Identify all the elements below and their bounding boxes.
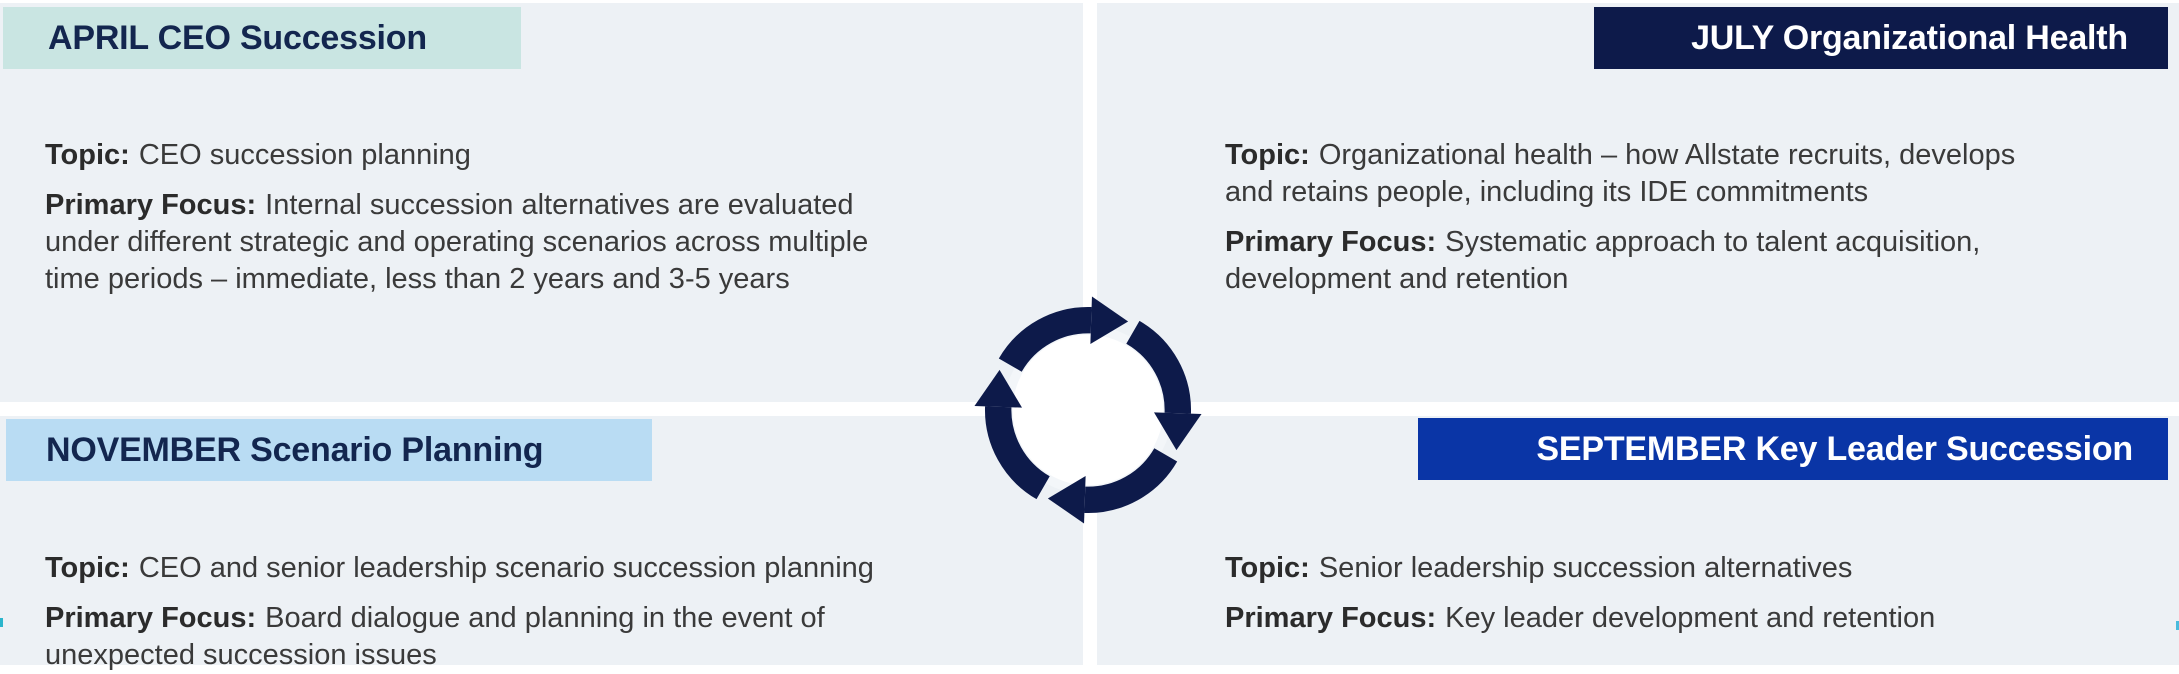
topic-label: Topic: [1225,552,1310,584]
april-header-label: APRIL CEO Succession [48,18,427,57]
primary-focus-label: Primary Focus: [45,189,257,221]
november-focus-text: Board dialogue and planning in the event… [45,602,825,671]
primary-focus-label: Primary Focus: [1225,226,1437,258]
quadrant-november-scenario-planning: NOVEMBER Scenario Planning Topic:CEO and… [0,416,1083,671]
quadrant-july-organizational-health: JULY Organizational Health Topic:Organiz… [1097,3,2179,402]
april-focus-text: Internal succession alternatives are eva… [45,189,869,295]
november-header-label: NOVEMBER Scenario Planning [46,430,544,469]
april-header-bar: APRIL CEO Succession [3,7,521,69]
july-focus-text: Systematic approach to talent acquisitio… [1225,226,1981,295]
september-focus-line: Primary Focus:Key leader development and… [1225,600,1935,637]
primary-focus-label: Primary Focus: [45,602,257,634]
september-content: Topic:Senior leadership succession alter… [1225,550,1935,637]
november-header-bar: NOVEMBER Scenario Planning [6,419,652,481]
april-focus-line: Primary Focus:Internal succession altern… [45,187,868,298]
july-header-label: JULY Organizational Health [1691,18,2128,57]
november-focus-line: Primary Focus:Board dialogue and plannin… [45,600,874,674]
september-header-label: SEPTEMBER Key Leader Succession [1536,429,2133,468]
november-topic-text: CEO and senior leadership scenario succe… [138,552,874,584]
cycle-arrows-icon [956,296,1220,542]
topic-label: Topic: [45,552,130,584]
september-topic-line: Topic:Senior leadership succession alter… [1225,550,1935,587]
july-header-bar: JULY Organizational Health [1594,7,2168,69]
july-topic-text: Organizational health – how Allstate rec… [1225,139,2016,208]
april-topic-line: Topic:CEO succession planning [45,137,868,174]
stray-mark-right-edge [2176,621,2179,630]
april-content: Topic:CEO succession planning Primary Fo… [45,137,868,298]
september-topic-text: Senior leadership succession alternative… [1318,552,1853,584]
september-focus-text: Key leader development and retention [1445,602,1936,634]
july-focus-line: Primary Focus:Systematic approach to tal… [1225,224,2015,298]
november-content: Topic:CEO and senior leadership scenario… [45,550,874,674]
july-topic-line: Topic:Organizational health – how Allsta… [1225,137,2015,211]
topic-label: Topic: [45,139,130,171]
stray-mark-left-edge [0,618,3,627]
quadrant-april-ceo-succession: APRIL CEO Succession Topic:CEO successio… [0,3,1083,402]
topic-label: Topic: [1225,139,1310,171]
september-header-bar: SEPTEMBER Key Leader Succession [1418,418,2168,480]
primary-focus-label: Primary Focus: [1225,602,1437,634]
november-topic-line: Topic:CEO and senior leadership scenario… [45,550,874,587]
july-content: Topic:Organizational health – how Allsta… [1225,137,2015,298]
april-topic-text: CEO succession planning [138,139,471,171]
quadrant-september-key-leader-succession: SEPTEMBER Key Leader Succession Topic:Se… [1097,416,2179,665]
